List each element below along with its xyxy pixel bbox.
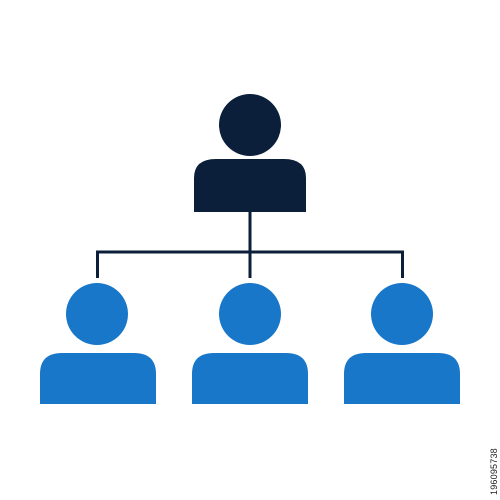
team-member-right-head (371, 283, 433, 345)
team-member-left-icon (40, 283, 156, 404)
manager-person-icon (194, 94, 306, 212)
manager-body (194, 159, 306, 212)
team-member-left-head (66, 283, 128, 345)
team-member-left-body (40, 353, 156, 404)
team-member-center-body (192, 353, 308, 404)
team-member-center-head (219, 283, 281, 345)
connector-lines (96, 212, 404, 278)
team-member-center-icon (192, 283, 308, 404)
stock-image-id: 196095738 (489, 448, 499, 495)
team-member-right-icon (344, 283, 460, 404)
manager-head (219, 94, 281, 156)
team-member-right-body (344, 353, 460, 404)
